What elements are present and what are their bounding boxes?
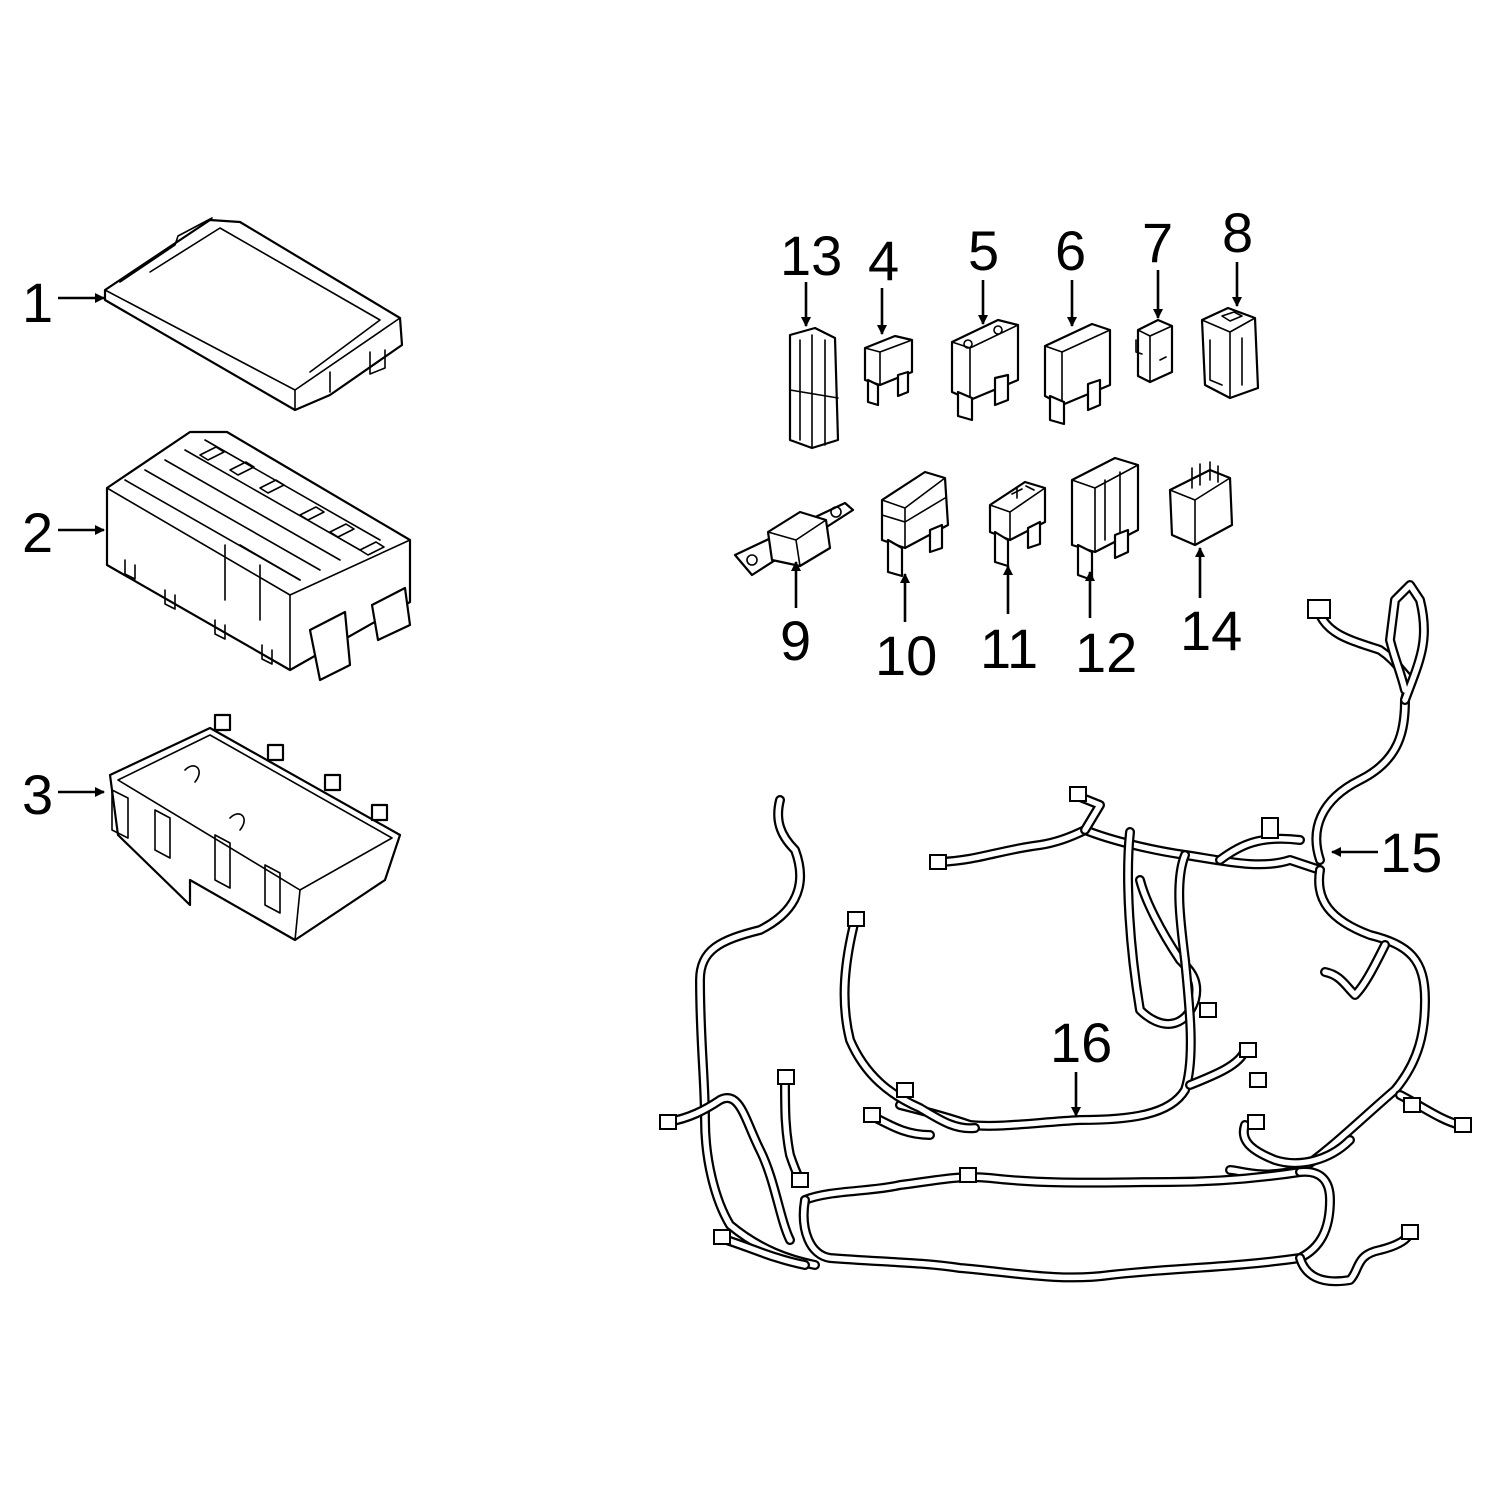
callout-5: 5 xyxy=(968,219,999,282)
part-15-16-wiring-harness xyxy=(659,580,1472,1287)
callout-9: 8 xyxy=(1222,201,1253,264)
part-14-cube-relay xyxy=(1168,461,1234,547)
callout-15: 15 xyxy=(1380,821,1442,884)
part-11-micro-fuse xyxy=(988,480,1047,568)
callout-13: 13 xyxy=(780,224,842,287)
part-6-fuse-link xyxy=(733,501,855,577)
part-5-ato-fuse xyxy=(950,318,1020,422)
part-10-fuse xyxy=(880,470,950,578)
callout-4: 4 xyxy=(868,229,899,292)
callout-14: 14 xyxy=(1180,599,1242,662)
part-8-small-relay xyxy=(1135,318,1174,384)
part-3-lower-tray xyxy=(108,713,402,942)
callout-16: 16 xyxy=(1050,1011,1112,1074)
callout-3: 3 xyxy=(22,763,53,826)
callout-6: 9 xyxy=(780,609,811,672)
part-13-fuse-puller xyxy=(788,326,840,450)
callout-12: 12 xyxy=(1075,621,1137,684)
part-7-maxi-fuse xyxy=(1043,322,1112,426)
part-2-fuse-box xyxy=(105,430,412,682)
callout-11: 11 xyxy=(980,617,1038,680)
callout-2: 2 xyxy=(22,501,53,564)
callout-7: 6 xyxy=(1055,219,1086,282)
callout-8: 7 xyxy=(1142,211,1173,274)
part-12-cartridge-fuse xyxy=(1070,456,1140,582)
part-1-cover xyxy=(103,217,404,412)
part-9-relay xyxy=(1200,306,1260,400)
callout-10: 10 xyxy=(875,624,937,687)
callout-1: 1 xyxy=(22,271,53,334)
part-4-mini-fuse xyxy=(863,334,914,407)
